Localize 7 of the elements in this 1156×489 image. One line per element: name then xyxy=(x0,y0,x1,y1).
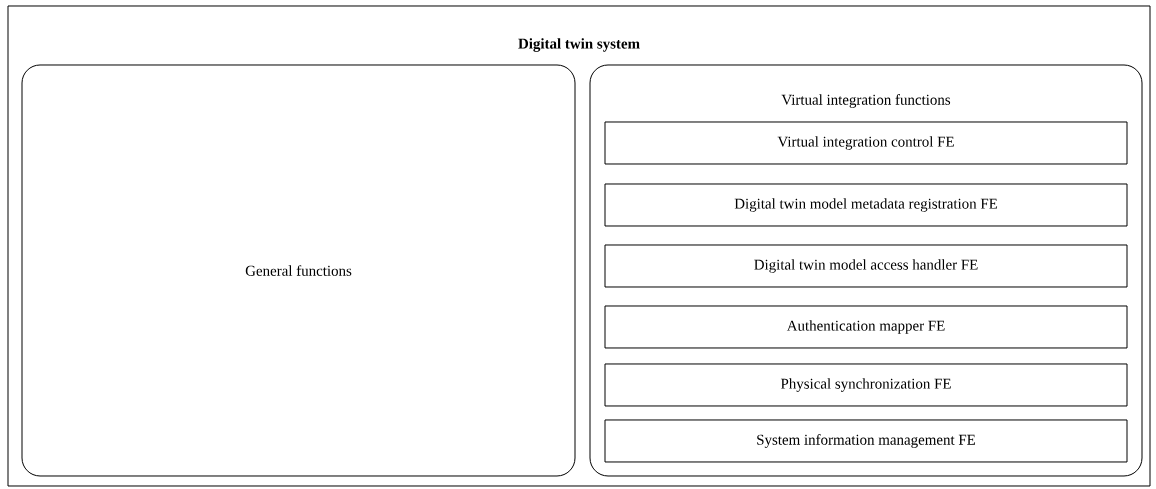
function-box: Digital twin model access handler FE xyxy=(604,244,1128,288)
function-box: Virtual integration control FE xyxy=(604,121,1128,165)
function-box: Authentication mapper FE xyxy=(604,305,1128,349)
function-box: System information management FE xyxy=(604,419,1128,463)
function-box: Physical synchronization FE xyxy=(604,363,1128,407)
function-panel: General functions xyxy=(21,64,576,477)
function-box: Digital twin model metadata registration FE xyxy=(604,183,1128,227)
